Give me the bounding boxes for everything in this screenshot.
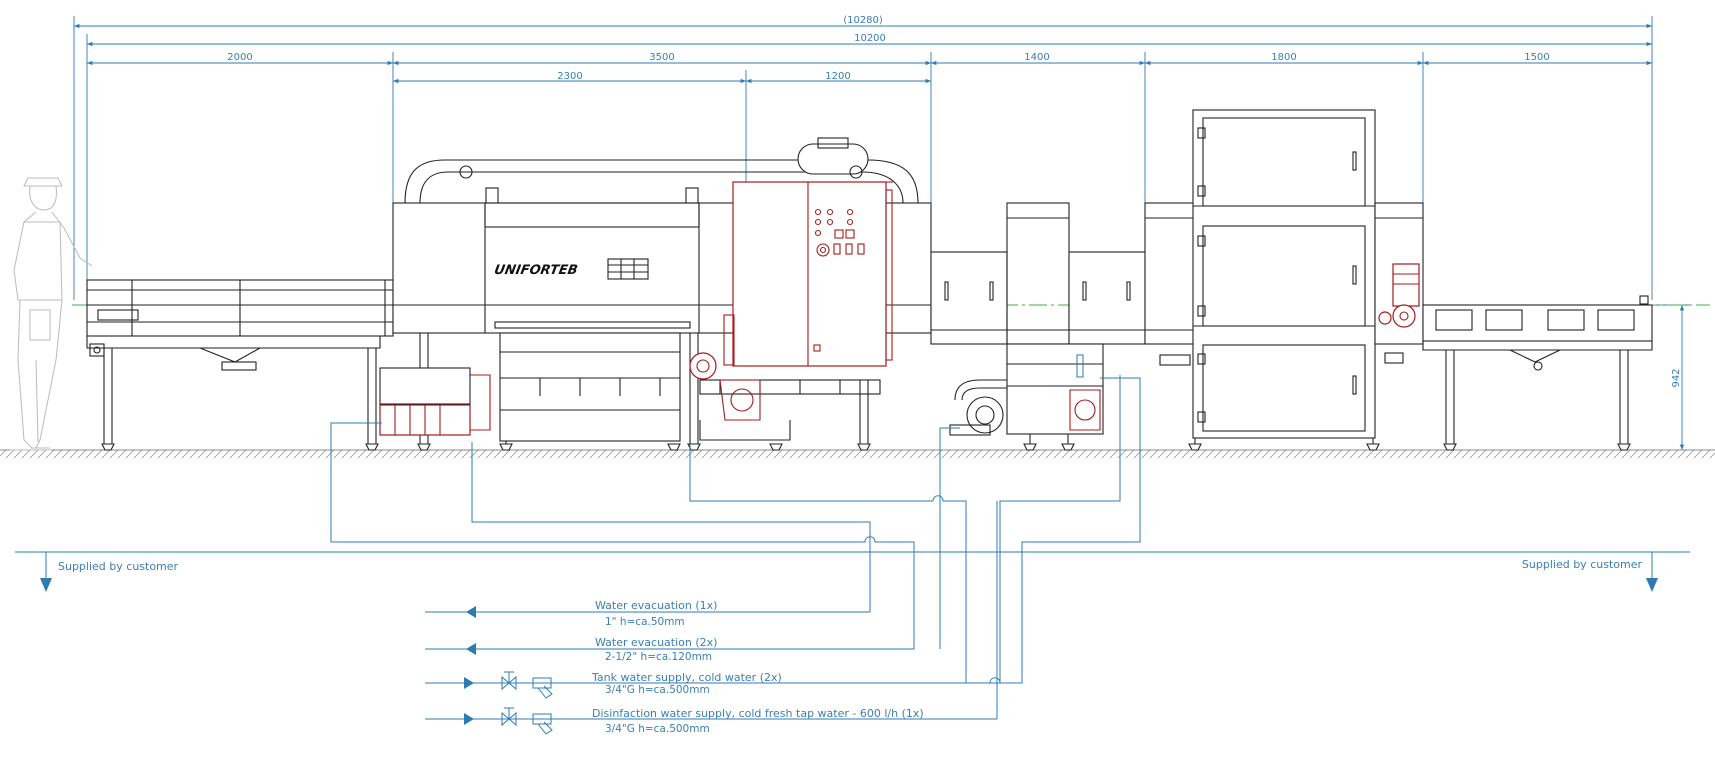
infeed-conveyor <box>86 279 394 451</box>
outflow-arrow-2-icon <box>466 643 476 655</box>
dim-overall-label: 10200 <box>854 33 886 44</box>
outfeed-conveyor <box>1378 263 1653 451</box>
connection-arrows <box>40 552 1658 725</box>
connection-label-1: Water evacuation (1x) <box>595 599 717 612</box>
valve-icon <box>501 671 517 691</box>
operator-figure <box>10 177 93 451</box>
down-arrow-right-icon <box>1646 578 1658 592</box>
inflow-arrow-1-icon <box>464 677 474 689</box>
connection-spec-4: 3/4"G h=ca.500mm <box>605 723 710 735</box>
connection-label-2: Water evacuation (2x) <box>595 636 717 649</box>
connection-label-3: Tank water supply, cold water (2x) <box>591 671 782 684</box>
connection-label-4: Disinfaction water supply, cold fresh ta… <box>592 707 924 720</box>
dimension-lines: (10280) 10200 2000 3500 1400 1800 1500 2… <box>73 15 1690 451</box>
dim-height-label: 942 <box>1671 368 1682 387</box>
valve-icon <box>501 707 517 727</box>
inflow-arrow-2-icon <box>464 713 474 725</box>
svg-text:UNIFORTEB: UNIFORTEB <box>493 263 579 278</box>
dim-mid-label: 1400 <box>1024 52 1049 63</box>
connection-spec-1: 1" h=ca.50mm <box>605 616 685 628</box>
strainer-icon <box>532 713 553 735</box>
brand-logo: UNIFORTEB <box>493 258 649 280</box>
dim-washer-a-label: 2300 <box>557 71 582 82</box>
supplied-by-customer-left: Supplied by customer <box>58 560 179 573</box>
down-arrow-left-icon <box>40 578 52 592</box>
plumbing-lines <box>15 375 1690 720</box>
dim-washer-label: 3500 <box>649 52 674 63</box>
dim-overall-ref-label: (10280) <box>843 15 883 26</box>
tall-cabinet <box>1188 109 1424 451</box>
outflow-arrow-1-icon <box>466 606 476 618</box>
strainer-icon <box>532 677 553 699</box>
valves <box>501 671 553 735</box>
control-panel <box>723 181 893 367</box>
dim-washer-b-label: 1200 <box>825 71 850 82</box>
mid-modules <box>930 202 1196 451</box>
floor <box>0 449 1715 458</box>
annotations: Supplied by customer Supplied by custome… <box>58 558 1642 735</box>
dim-outfeed-label: 1500 <box>1524 52 1549 63</box>
supplied-by-customer-right: Supplied by customer <box>1522 558 1643 571</box>
connection-spec-2: 2-1/2" h=ca.120mm <box>605 651 712 663</box>
dim-infeed-label: 2000 <box>227 52 252 63</box>
extension-lines <box>73 16 1690 451</box>
connection-spec-3: 3/4"G h=ca.500mm <box>605 684 710 696</box>
dim-cabinet-label: 1800 <box>1271 52 1296 63</box>
